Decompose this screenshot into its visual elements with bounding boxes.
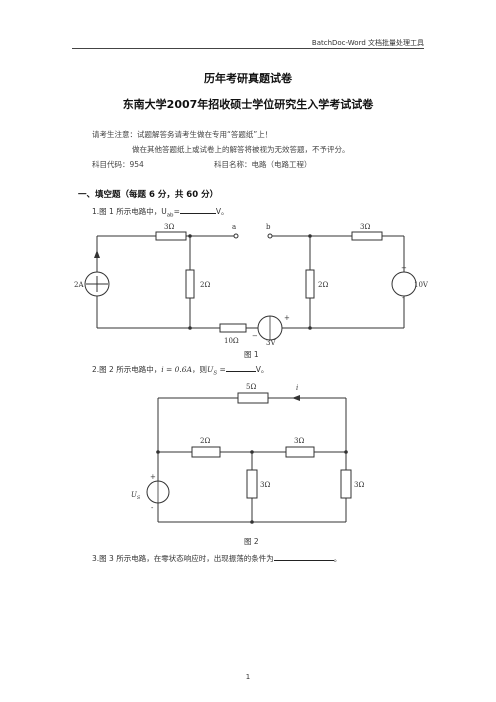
q2-current: i = 0.6A [161, 365, 192, 374]
fig2-us-label: US [131, 491, 141, 501]
fig1-node-b: b [266, 223, 271, 231]
fig1-isrc-label: 2A [74, 281, 84, 289]
fig1-vsrc-minus: - [402, 294, 405, 302]
fig1-node-a: a [232, 223, 236, 231]
question-3: 3.图 3 所示电路，在零状态响应时，出现振荡的条件为 。 [92, 553, 341, 564]
fig1-r-mid-left: 2Ω [200, 281, 210, 289]
header-text: BatchDoc-Word 文档批量处理工具 [311, 39, 424, 47]
q2-mid: ，则 [192, 365, 207, 374]
fig2-r-vertical-2: 3Ω [354, 481, 364, 489]
fig2-r-top: 5Ω [246, 383, 256, 391]
q1-prefix: 1.图 1 所示电路中，U [92, 207, 167, 216]
q3-suffix: 。 [333, 554, 342, 563]
fig1-vsrc-bottom: 3V [266, 339, 276, 347]
q2-us: U [207, 365, 214, 374]
page-number: 1 [245, 673, 251, 681]
q1-sub: ab [166, 212, 174, 219]
notice-line-2: 做在其他答题纸上或试卷上的解答将被视为无效答题，不予评分。 [132, 145, 350, 154]
fig2-us-plus: + [150, 473, 156, 481]
q2-prefix: 2.图 2 所示电路中， [92, 365, 162, 374]
answer-blank-1[interactable] [179, 213, 216, 214]
fig1-vsrc-right: 10V [414, 281, 429, 289]
fig2-r-left: 2Ω [200, 437, 210, 445]
fig1-bottom-minus: − [252, 332, 258, 340]
section-heading: 一、填空题（每题 6 分，共 60 分） [78, 190, 219, 200]
fig2-caption: 图 2 [244, 537, 259, 546]
fig1-bottom-plus: + [284, 314, 290, 322]
fig2-us-minus: - [151, 504, 154, 512]
q2-us-tail: = [217, 365, 226, 374]
fig1-r-top-right: 3Ω [360, 223, 370, 231]
q1-suffix: V。 [215, 207, 229, 216]
page-title: 历年考研真题试卷 [204, 72, 292, 85]
subject-code: 科目代码：954 [92, 160, 144, 169]
fig2-current-i: i [296, 384, 298, 392]
fig2-r-right: 3Ω [294, 437, 304, 445]
q2-us-sub: S [213, 370, 218, 377]
header-rule [72, 48, 424, 49]
question-1: 1.图 1 所示电路中，Uab= V。 [92, 206, 229, 219]
fig1-caption: 图 1 [244, 350, 259, 359]
fig1-r-top-left: 3Ω [164, 223, 174, 231]
answer-blank-3[interactable] [273, 560, 334, 561]
fig2-r-vertical-1: 3Ω [260, 481, 270, 489]
fig1-r-mid-right: 2Ω [318, 281, 328, 289]
notice-line-1: 请考生注意：试题解答务请考生做在专用“答题纸”上！ [92, 130, 273, 139]
question-2: 2.图 2 所示电路中，i = 0.6A，则US = V。 [92, 364, 268, 377]
fig1-r-bottom: 10Ω [224, 337, 239, 345]
exam-subtitle: 东南大学2007年招收硕士学位研究生入学考试试卷 [122, 98, 374, 111]
fig1-vsrc-plus: + [401, 264, 407, 272]
q2-suffix: V。 [255, 365, 269, 374]
answer-blank-2[interactable] [225, 371, 256, 372]
q3-prefix: 3.图 3 所示电路，在零状态响应时，出现振荡的条件为 [92, 554, 274, 563]
subject-name: 科目名称：电路（电路工程） [214, 160, 312, 169]
q1-mid: = [173, 207, 180, 216]
